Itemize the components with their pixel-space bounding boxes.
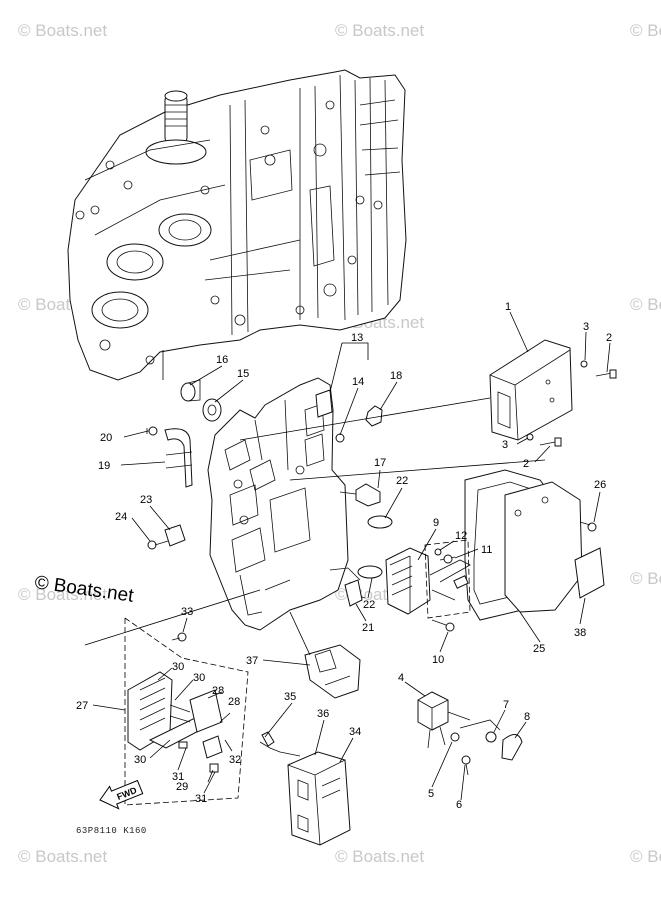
callout-label: 25 [533, 643, 545, 655]
callout-label: 12 [455, 530, 467, 542]
callout-label: 6 [456, 799, 462, 811]
callout-label: 15 [237, 368, 249, 380]
starter-relay-housing [287, 751, 351, 846]
callout-label: 3 [583, 321, 589, 333]
callout-label: 33 [181, 606, 193, 618]
callout-label: 35 [284, 691, 296, 703]
callout-label: 21 [362, 622, 374, 634]
callout-label: 37 [246, 655, 258, 667]
fuse-group-frame [124, 617, 249, 806]
callout-label: 30 [193, 672, 205, 684]
callout-label: 23 [140, 494, 152, 506]
callout-label: 5 [428, 788, 434, 800]
watermark: © Boats.net [630, 21, 661, 40]
watermark: © Boats.net [18, 585, 107, 604]
fuse-cover [304, 644, 361, 699]
callout-label: 2 [606, 332, 612, 344]
callout-label: 7 [503, 699, 509, 711]
callout-label: 9 [433, 517, 439, 529]
callout-label: 10 [432, 654, 444, 666]
callout-label: 14 [352, 376, 364, 388]
callout-label: 27 [76, 700, 88, 712]
callout-label: 18 [390, 370, 402, 382]
rectifier-block [385, 547, 471, 615]
callout-label: 28 [228, 696, 240, 708]
small-parts [146, 360, 617, 776]
watermark: © Boats.net [18, 847, 107, 866]
callout-label: 29 [176, 781, 188, 793]
callout-label: 28 [212, 685, 224, 697]
callout-label: 26 [594, 479, 606, 491]
callout-label: 38 [574, 627, 586, 639]
callout-label: 34 [349, 726, 361, 738]
watermark: © Boats.net [335, 21, 424, 40]
callout-label: 17 [374, 457, 386, 469]
cdi-unit [489, 339, 573, 441]
callout-label: 22 [363, 599, 375, 611]
drawing-code: 63P8110 K160 [76, 826, 147, 836]
electrical-bracket [207, 377, 349, 631]
callout-label: 1 [505, 301, 511, 313]
leader-lines [84, 311, 611, 801]
callout-label: 24 [115, 511, 127, 523]
callout-label: 22 [396, 475, 408, 487]
callout-label: 8 [524, 711, 530, 723]
cover-plate [464, 469, 605, 621]
callout-label: 36 [317, 708, 329, 720]
callout-label: 4 [398, 672, 404, 684]
relay [417, 691, 471, 749]
callout-label: 2 [523, 458, 529, 470]
callout-label: 20 [100, 432, 112, 444]
callout-label: 16 [216, 354, 228, 366]
callout-label: 30 [172, 661, 184, 673]
callout-label: 31 [172, 771, 184, 783]
engine-block [67, 69, 407, 381]
watermark: © Boats.net [630, 569, 661, 588]
watermark: © Boats.net [18, 21, 107, 40]
fuse-box [127, 671, 223, 773]
callout-labels: 1 2 3 3 2 26 13 14 18 16 15 20 19 17 22 … [76, 301, 612, 811]
callout-label: 19 [98, 460, 110, 472]
callout-label: 32 [229, 754, 241, 766]
watermark: © Boats.net [630, 295, 661, 314]
callout-label: 30 [134, 754, 146, 766]
callout-label: 3 [502, 439, 508, 451]
callout-label: 11 [481, 544, 492, 556]
callout-label: 31 [195, 793, 207, 805]
watermark: © Boats.net [335, 847, 424, 866]
fwd-arrow: FWD [99, 779, 144, 810]
callout-label: 13 [351, 332, 363, 344]
watermark: © Boats.net [630, 847, 661, 866]
